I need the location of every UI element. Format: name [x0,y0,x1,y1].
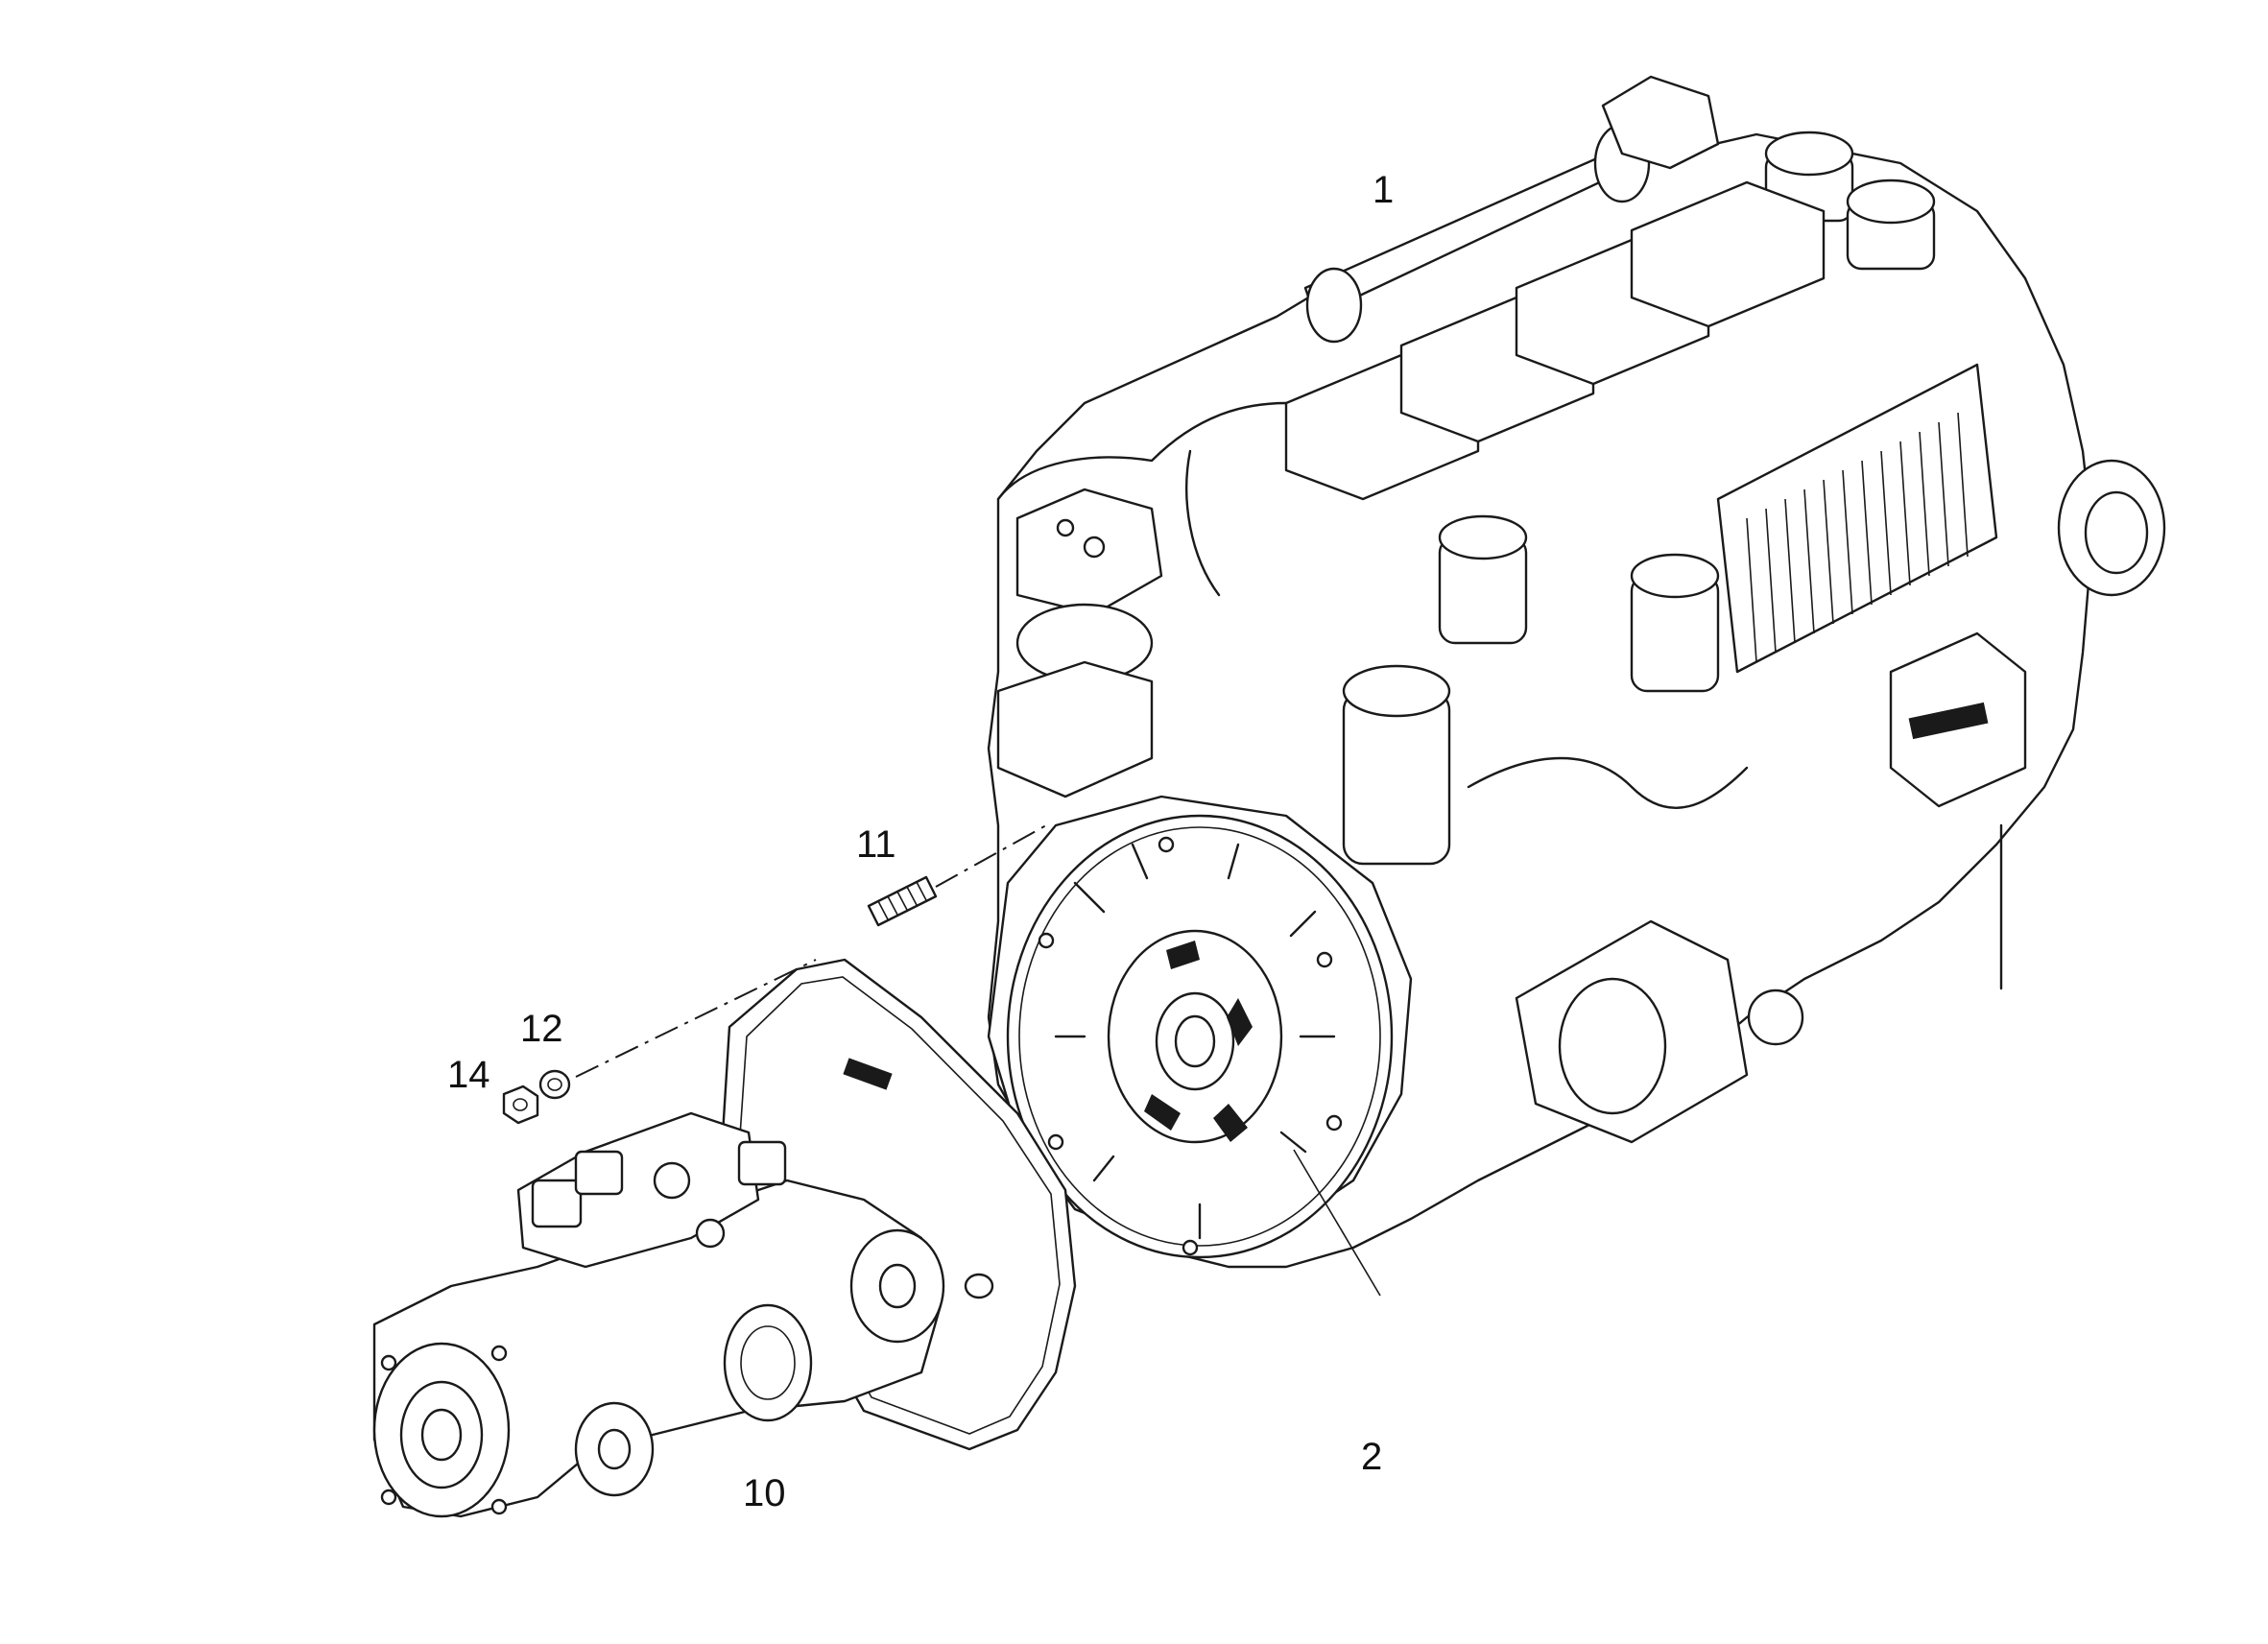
leader-line-2 [1293,1149,1381,1297]
callout-engine: 1 [1373,169,1395,211]
callout-hydraulic-pump: 10 [743,1472,786,1514]
air-compressor [996,488,1163,798]
stud-part [867,875,938,927]
engine-assembly [987,75,2166,1269]
washer-part [538,1069,571,1100]
callout-stud: 11 [856,823,896,866]
hydraulic-pump [372,1111,945,1518]
intercooler [1716,363,1998,674]
callout-washer: 12 [520,1008,563,1050]
callout-flywheel: 2 [1361,1436,1383,1478]
nut-part [502,1084,539,1125]
filter-caps [1764,131,1936,271]
callout-nut: 14 [447,1054,490,1096]
flywheel-housing [987,795,1413,1259]
